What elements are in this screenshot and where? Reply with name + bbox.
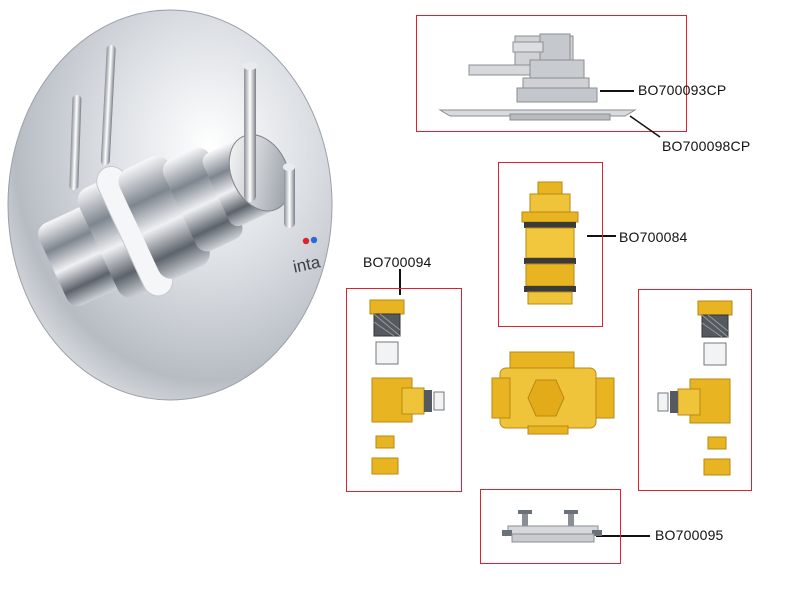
frame-bracket	[480, 489, 621, 564]
valve-product-image	[7, 9, 333, 401]
part-label-bo700095: BO700095	[655, 527, 724, 543]
part-label-bo700084: BO700084	[619, 229, 688, 245]
top-assembly-drawing	[438, 33, 637, 121]
valve-body-drawing	[491, 351, 615, 435]
part-label-bo700094: BO700094	[363, 254, 432, 270]
frame-cartridge	[498, 162, 603, 327]
part-label-bo700098cp: BO700098CP	[662, 138, 751, 154]
left-check-valve-drawing	[369, 299, 445, 475]
cartridge-drawing	[521, 181, 579, 305]
frame-right-check-valve	[638, 289, 752, 491]
right-check-valve-drawing	[657, 300, 733, 476]
frame-top-assembly	[416, 15, 687, 132]
part-label-bo700093cp: BO700093CP	[638, 82, 727, 98]
bracket-drawing	[502, 510, 602, 543]
frame-left-check-valve	[346, 288, 462, 492]
